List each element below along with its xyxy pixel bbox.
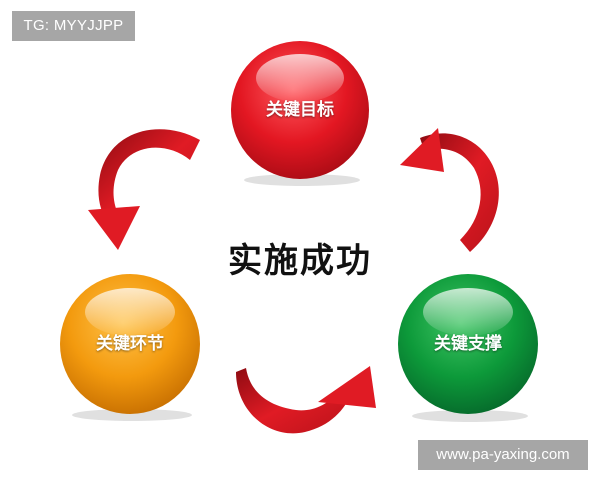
node-label-left: 关键环节 xyxy=(96,334,164,354)
sphere-top xyxy=(231,41,369,186)
sphere-right xyxy=(398,274,538,422)
arrow-top-left xyxy=(88,129,200,250)
sphere-left xyxy=(60,274,200,421)
tag-label: TG: MYYJJPP xyxy=(12,11,135,41)
node-label-right: 关键支撑 xyxy=(434,334,502,354)
watermark-label: www.pa-yaxing.com xyxy=(418,440,588,470)
center-title: 实施成功 xyxy=(228,241,372,281)
arrow-right xyxy=(400,128,499,252)
arrow-bottom xyxy=(236,366,376,434)
node-label-top: 关键目标 xyxy=(266,100,334,120)
